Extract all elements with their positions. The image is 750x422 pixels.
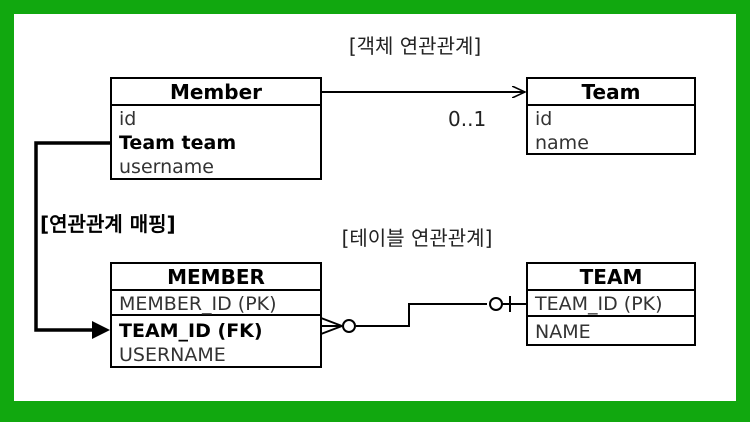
member-table-fk: TEAM_ID (FK) bbox=[119, 320, 263, 342]
member-class-box: Member id Team team username bbox=[110, 77, 322, 180]
team-table-box: TEAM TEAM_ID (PK) NAME bbox=[526, 262, 696, 346]
member-table-pk: MEMBER_ID (PK) bbox=[119, 293, 277, 315]
caption-mapping: [연관관계 매핑] bbox=[40, 212, 176, 236]
member-attr-username: username bbox=[119, 156, 214, 178]
team-table-name: NAME bbox=[535, 321, 591, 343]
member-attr-id: id bbox=[119, 108, 136, 130]
member-attr-team: Team team bbox=[119, 132, 236, 154]
member-table-box: MEMBER MEMBER_ID (PK) TEAM_ID (FK) USERN… bbox=[110, 262, 322, 368]
member-table-title: MEMBER bbox=[167, 265, 265, 289]
team-table-pk: TEAM_ID (PK) bbox=[534, 293, 663, 315]
team-class-box: Team id name bbox=[526, 77, 696, 155]
team-table-title: TEAM bbox=[580, 265, 643, 289]
team-class-title: Team bbox=[582, 80, 641, 104]
caption-object-relation: [객체 연관관계] bbox=[349, 34, 481, 58]
erd-relationship-line bbox=[320, 296, 527, 335]
caption-table-relation: [테이블 연관관계] bbox=[342, 226, 493, 250]
team-attr-name: name bbox=[535, 132, 589, 154]
mapping-arrow bbox=[34, 141, 110, 339]
team-attr-id: id bbox=[535, 108, 552, 130]
member-class-title: Member bbox=[170, 80, 262, 104]
association-multiplicity: 0..1 bbox=[448, 107, 486, 131]
member-table-username: USERNAME bbox=[119, 344, 226, 366]
